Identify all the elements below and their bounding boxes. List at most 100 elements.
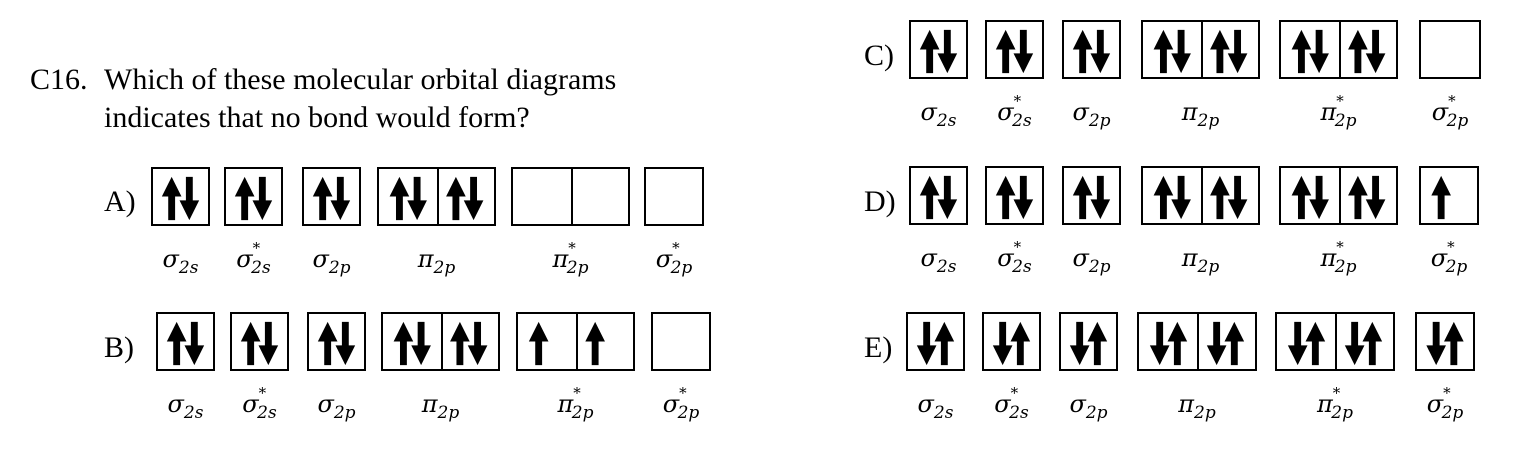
orbital-symbol: σ — [1430, 244, 1448, 272]
spin-up-arrow-icon — [995, 175, 1016, 220]
orbital-symbol: σ — [236, 245, 253, 273]
spin-up-arrow-icon — [1072, 29, 1093, 74]
orbital-subscript: 2p — [670, 258, 693, 278]
antibonding-star: * — [258, 384, 267, 402]
orbital-label: σ*2p — [1430, 238, 1468, 281]
antibonding-star: * — [1336, 92, 1344, 110]
electron-arrows — [1153, 29, 1248, 74]
orbital-label: σ*2s — [994, 384, 1029, 427]
antibonding-star: * — [679, 384, 687, 402]
orbital-label: π*2p — [1320, 92, 1357, 135]
electron-arrows — [653, 314, 709, 369]
spin-up-arrow-icon — [234, 176, 255, 221]
spin-up-arrow-icon — [161, 176, 182, 221]
option-letter: E) — [864, 331, 893, 364]
orbital-box — [909, 166, 968, 225]
orbital-label: σ*2p — [1427, 384, 1464, 427]
orbital-subscript: 2p — [333, 403, 356, 423]
orbital-label: σ*2s — [236, 239, 270, 282]
orbital-label: π*2p — [558, 384, 594, 427]
spin-up-arrow-icon — [919, 175, 940, 220]
electron-arrows — [1149, 321, 1245, 366]
question-number: C16. — [30, 63, 88, 96]
question-text-line-1: Which of these molecular orbital diagram… — [104, 63, 617, 96]
orbital-symbol: π — [1317, 390, 1333, 418]
electron-arrows — [1069, 321, 1108, 366]
electron-arrows — [995, 175, 1034, 220]
electron-arrows — [240, 321, 279, 366]
spin-down-arrow-icon — [1365, 175, 1386, 220]
antibonding-star: * — [1013, 238, 1022, 256]
antibonding-star: * — [573, 384, 581, 402]
electron-arrows — [995, 29, 1034, 74]
option-letter: A) — [104, 185, 136, 218]
electron-arrows — [513, 169, 628, 224]
orbital-label: σ*2s — [997, 92, 1032, 135]
orbital-symbol: σ — [655, 245, 673, 273]
spin-down-arrow-icon — [1227, 29, 1248, 74]
spin-up-arrow-icon — [446, 176, 466, 221]
spin-up-arrow-icon — [1348, 175, 1368, 220]
orbital-label: σ*2p — [663, 384, 700, 427]
spin-down-arrow-icon — [916, 321, 937, 366]
orbital-label: π2p — [422, 390, 459, 427]
spin-up-arrow-icon — [240, 321, 261, 366]
orbital-label: σ*2s — [242, 384, 276, 427]
electron-arrows — [393, 321, 488, 366]
spin-up-arrow-icon — [1210, 175, 1230, 220]
orbital-label: π2p — [418, 245, 455, 282]
spin-down-arrow-icon — [184, 321, 205, 366]
orbital-symbol: σ — [1431, 98, 1449, 126]
orbital-box — [1279, 20, 1398, 79]
spin-down-arrow-icon — [1013, 29, 1034, 74]
orbital-box — [1137, 312, 1257, 371]
orbital-box — [1141, 166, 1260, 225]
orbital-cell — [575, 314, 636, 369]
spin-down-arrow-icon — [335, 321, 356, 366]
orbital-symbol: σ — [1069, 390, 1086, 418]
antibonding-star: * — [1010, 384, 1019, 402]
orbital-subscript: 2p — [1194, 403, 1216, 423]
spin-down-arrow-icon — [411, 321, 431, 366]
orbital-cell — [1200, 168, 1261, 223]
orbital-box — [1275, 312, 1395, 371]
antibonding-star: * — [1013, 92, 1022, 110]
spin-up-arrow-icon — [1224, 321, 1245, 366]
spin-down-arrow-icon — [1013, 175, 1034, 220]
orbital-label: σ*2p — [1431, 92, 1469, 135]
orbital-box — [1279, 166, 1398, 225]
spin-up-arrow-icon — [312, 176, 333, 221]
spin-down-arrow-icon — [1171, 29, 1191, 74]
orbital-label: σ2s — [163, 245, 199, 282]
orbital-subscript: 2p — [433, 258, 456, 278]
orbital-symbol: π — [552, 245, 569, 273]
orbital-symbol: π — [1320, 98, 1337, 126]
orbital-subscript: 2s — [178, 258, 199, 278]
spin-down-arrow-icon — [1287, 321, 1308, 366]
orbital-subscript: 2p — [437, 403, 460, 423]
orbital-box — [1062, 20, 1121, 79]
orbital-subscript: 2s — [1012, 257, 1032, 277]
orbital-subscript: 2s — [1012, 111, 1032, 131]
antibonding-star: * — [1447, 238, 1455, 256]
orbital-box — [224, 167, 283, 226]
antibonding-star: * — [1448, 92, 1456, 110]
orbital-symbol: σ — [317, 390, 334, 418]
orbital-box — [1141, 20, 1260, 79]
orbital-cell — [1338, 168, 1399, 223]
orbital-symbol: σ — [997, 244, 1014, 272]
orbital-subscript: 2p — [1441, 403, 1464, 423]
orbital-label: σ2p — [312, 245, 350, 282]
spin-up-arrow-icon — [528, 321, 549, 366]
spin-down-arrow-icon — [1365, 29, 1386, 74]
electron-arrows — [919, 29, 958, 74]
spin-down-arrow-icon — [1206, 321, 1227, 366]
orbital-box — [651, 312, 711, 371]
orbital-subscript: 2s — [1009, 403, 1029, 423]
spin-up-arrow-icon — [317, 321, 338, 366]
electron-arrows — [1426, 321, 1464, 366]
option-letter: C) — [864, 39, 894, 72]
orbital-box — [1419, 20, 1481, 79]
orbital-subscript: 2p — [1197, 111, 1220, 131]
orbital-label: σ*2s — [997, 238, 1032, 281]
